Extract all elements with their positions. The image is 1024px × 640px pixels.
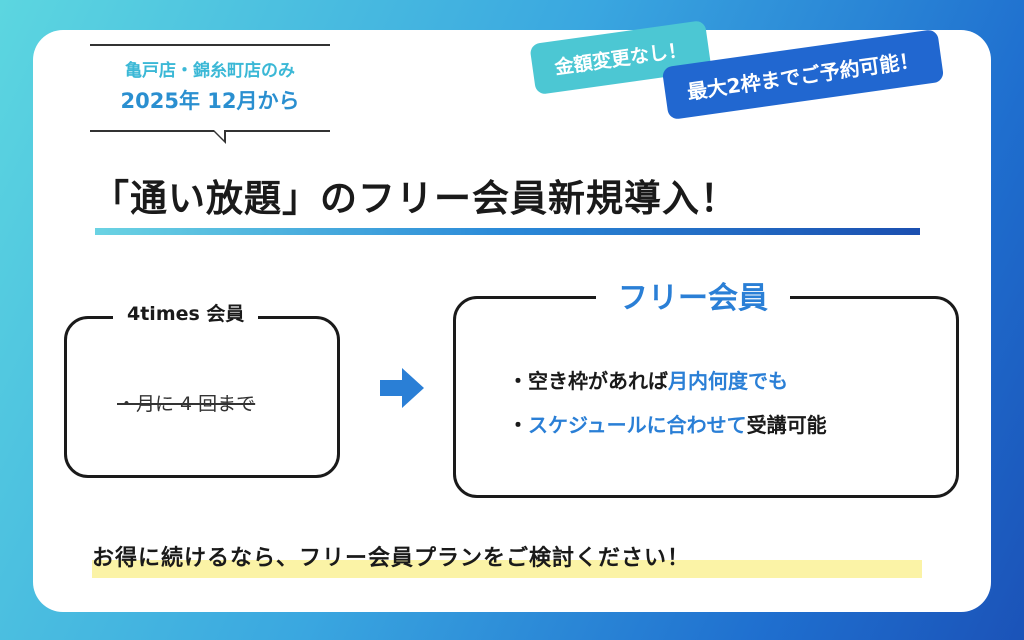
new-plan-benefit-2: ・スケジュールに合わせて受講可能 <box>508 413 827 437</box>
footer-message: お得に続けるなら、フリー会員プランをご検討ください！ <box>92 546 691 571</box>
footer-highlight <box>92 560 922 578</box>
old-plan-box: 4times 会員 ・月に 4 回まで <box>64 299 340 478</box>
location-callout: 亀戸店・錦糸町店のみ 2025年 12月から <box>90 44 330 144</box>
location-start-date: 2025年 12月から <box>120 89 300 113</box>
new-plan-benefit-1: ・空き枠があれば月内何度でも <box>508 369 788 393</box>
location-stores: 亀戸店・錦糸町店のみ <box>125 61 295 81</box>
old-plan-title: 4times 会員 <box>113 299 259 326</box>
new-plan-title: フリー会員 <box>596 273 790 317</box>
old-plan-detail: ・月に 4 回まで <box>117 393 256 415</box>
new-plan-box: フリー会員 ・空き枠があれば月内何度でも ・スケジュールに合わせて受講可能 <box>453 273 959 498</box>
arrow-right-icon <box>380 368 424 408</box>
page-title: 「通い放題」のフリー会員新規導入！ <box>92 177 738 220</box>
headline-underline <box>95 228 920 235</box>
